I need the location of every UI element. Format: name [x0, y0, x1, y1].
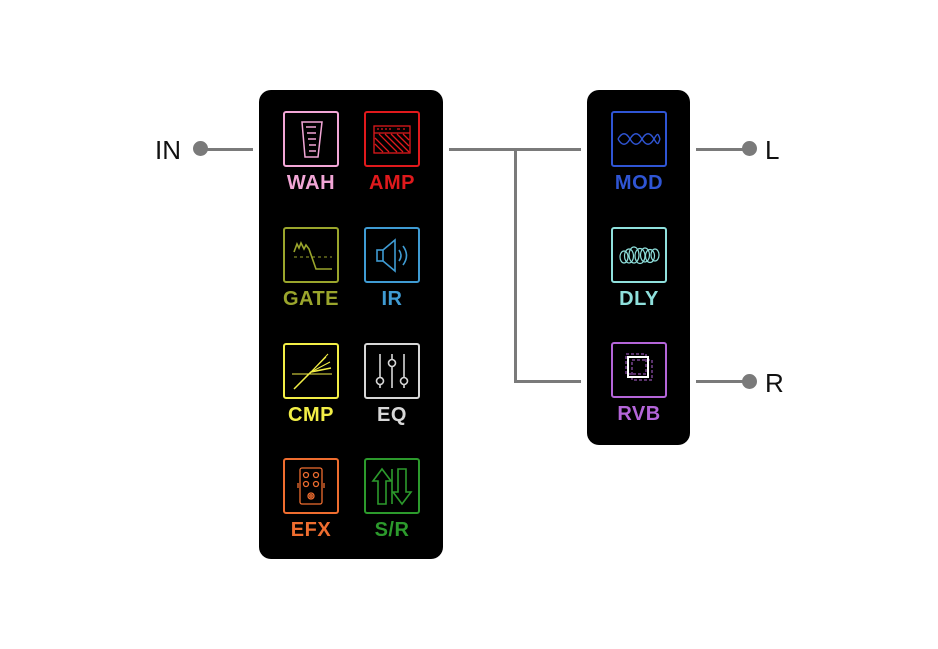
block-amp[interactable]: AMP: [352, 111, 432, 193]
block-mod[interactable]: MOD: [599, 111, 679, 193]
gate-label: GATE: [282, 288, 340, 310]
speaker-icon: [376, 238, 408, 273]
send-return-arrows-icon: [371, 467, 413, 506]
gate-curve-icon: [293, 241, 332, 270]
rvb-label: RVB: [617, 403, 661, 425]
block-efx[interactable]: EFX: [271, 458, 351, 540]
eq-label: EQ: [377, 404, 407, 426]
block-cmp[interactable]: CMP: [271, 343, 351, 425]
dly-tile[interactable]: [611, 227, 667, 283]
mod-label: MOD: [614, 172, 664, 194]
block-dly[interactable]: DLY: [599, 227, 679, 309]
ir-tile[interactable]: [364, 227, 420, 283]
gate-tile[interactable]: [283, 227, 339, 283]
block-rvb[interactable]: RVB: [599, 342, 679, 424]
block-eq[interactable]: EQ: [352, 343, 432, 425]
rvb-tile[interactable]: [611, 342, 667, 398]
block-gate[interactable]: GATE: [271, 227, 351, 309]
ir-label: IR: [381, 288, 403, 310]
eq-tile[interactable]: [364, 343, 420, 399]
block-sr[interactable]: S/R: [352, 458, 432, 540]
reverb-squares-icon: [625, 353, 653, 381]
output-right-label: R: [765, 368, 784, 398]
output-left-label: L: [765, 135, 780, 165]
sr-tile[interactable]: [364, 458, 420, 514]
wah-tile[interactable]: [283, 111, 339, 167]
rvb-branch-wire: [514, 380, 581, 383]
input-node[interactable]: [193, 141, 208, 156]
output-left-wire: [696, 148, 750, 151]
amp-tile[interactable]: [364, 111, 420, 167]
input-label: IN: [155, 135, 181, 165]
efx-label: EFX: [290, 519, 332, 541]
sr-label: S/R: [374, 519, 410, 541]
modulation-wave-icon: [617, 133, 661, 145]
eq-sliders-icon: [375, 354, 409, 388]
stompbox-icon: [297, 467, 325, 505]
output-left-node[interactable]: [742, 141, 757, 156]
compressor-curve-icon: [292, 353, 332, 390]
block-wah[interactable]: WAH: [271, 111, 351, 193]
wah-pedal-icon: [301, 121, 323, 158]
dly-label: DLY: [619, 288, 659, 310]
amp-label: AMP: [369, 172, 415, 194]
delay-loops-icon: [619, 246, 660, 265]
input-wire: [200, 148, 253, 151]
efx-tile[interactable]: [283, 458, 339, 514]
amp-grille-icon: [373, 125, 411, 154]
output-right-node[interactable]: [742, 374, 757, 389]
mod-tile[interactable]: [611, 111, 667, 167]
split-vertical-wire: [514, 148, 517, 383]
cmp-label: CMP: [288, 404, 334, 426]
block-ir[interactable]: IR: [352, 227, 432, 309]
output-right-wire: [696, 380, 750, 383]
cmp-tile[interactable]: [283, 343, 339, 399]
wah-label: WAH: [286, 172, 336, 194]
